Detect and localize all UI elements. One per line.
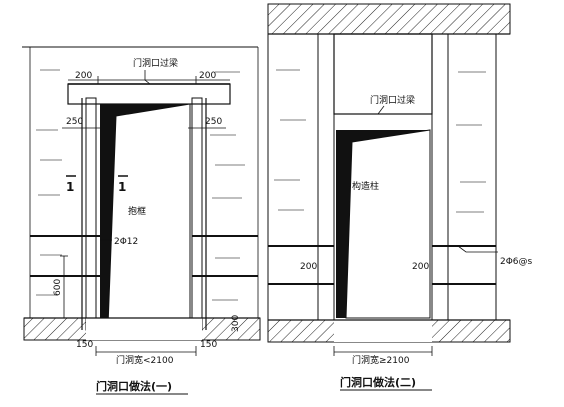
right-door-leaf <box>345 129 431 319</box>
left-dim-250-a: 250 <box>66 117 83 127</box>
left-dim-300: 300 <box>231 315 241 332</box>
right-lintel-label: 门洞口过梁 <box>370 94 415 106</box>
right-dim-200-a: 200 <box>300 262 317 272</box>
left-rebar-label: 2Φ12 <box>114 237 138 247</box>
right-column-right <box>431 33 449 321</box>
left-section-mark-b: 1 <box>118 180 126 194</box>
left-dim-600: 600 <box>53 279 63 296</box>
right-door-leaf-black <box>336 130 430 318</box>
left-door-leaf <box>107 103 191 327</box>
left-width-label: 门洞宽<2100 <box>116 354 174 366</box>
right-lintel-beam <box>333 33 433 115</box>
right-dim-200-b: 200 <box>412 262 429 272</box>
left-caption: 门洞口做法(一) <box>96 379 172 393</box>
left-dim-250-b: 250 <box>205 117 222 127</box>
right-detail: 门洞口过梁 构造柱 200 200 2Φ6@s <box>267 3 533 391</box>
left-dim-200-a: 200 <box>75 71 92 81</box>
right-rebar-label: 2Φ6@s <box>500 257 533 267</box>
right-brick-courses <box>274 69 486 213</box>
left-section-mark-a: 1 <box>66 180 74 194</box>
left-frame-post-left <box>85 97 97 331</box>
right-rebar-leader <box>457 245 498 253</box>
left-dim-150-a: 150 <box>76 340 93 350</box>
left-frame-label: 抱框 <box>128 205 146 217</box>
left-rebars <box>30 235 258 277</box>
left-dim-200-b: 200 <box>199 71 216 81</box>
right-top-slab <box>267 3 511 35</box>
right-width-label: 门洞宽≥2100 <box>352 354 410 366</box>
left-door-leaf-black <box>100 104 190 326</box>
left-frame-post-right <box>191 97 203 331</box>
right-column-left <box>317 33 335 321</box>
left-lintel-label: 门洞口过梁 <box>133 57 178 69</box>
left-dim-150-b: 150 <box>200 340 217 350</box>
right-column-label: 构造柱 <box>352 180 379 192</box>
right-caption: 门洞口做法(二) <box>340 375 416 389</box>
left-lintel-leader <box>144 70 151 85</box>
left-brick-courses <box>36 69 245 301</box>
right-rebars <box>268 245 496 285</box>
left-detail: 200 200 门洞口过梁 250 250 1 1 抱框 2Φ12 <box>22 46 261 395</box>
